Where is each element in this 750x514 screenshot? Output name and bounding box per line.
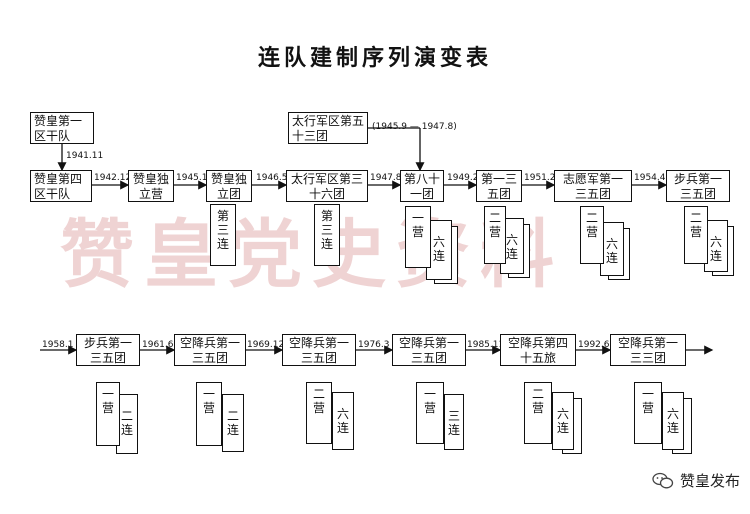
card-label: 六连 (556, 407, 569, 435)
box-row2-4: 空降兵第一三五团 (392, 334, 466, 366)
company-card: 六连 (662, 392, 684, 450)
card-label: 六连 (432, 235, 445, 263)
box-label: 太行军区第五十三团 (292, 114, 365, 143)
box-row2-2: 空降兵第一三五团 (174, 334, 246, 366)
card-label: 一营 (101, 387, 114, 415)
card-label: 三连 (447, 409, 460, 437)
box-row1-7: 志愿军第一三五团 (554, 170, 632, 202)
battalion-card: 二营 (524, 382, 552, 444)
battalion-card: 二营 (684, 206, 708, 264)
company-card: 六连 (552, 392, 574, 450)
card-label: 二连 (120, 409, 133, 437)
date-label: 1951.2 (524, 173, 556, 183)
brand-badge: 赞皇发布 (652, 470, 740, 491)
box-label: 赞皇独立团 (210, 172, 247, 201)
company-card: 六连 (600, 222, 624, 276)
box-label: 空降兵第一三五团 (179, 336, 240, 365)
company-card: 二连 (222, 394, 244, 452)
box-label: 第八十一团 (404, 172, 441, 201)
date-label: (1945.9 — 1947.8) (372, 122, 457, 132)
box-row1-8: 步兵第一三五团 (666, 170, 730, 202)
card-label: 二营 (689, 211, 702, 239)
battalion-card: 一营 (405, 206, 431, 268)
card-label: 一营 (411, 211, 424, 239)
box-label: 空降兵第四十五旅 (507, 336, 568, 365)
company-card: 第三连 (210, 204, 236, 266)
card-label: 二营 (488, 211, 501, 239)
box-taihang-53: 太行军区第五十三团 (288, 112, 368, 144)
box-label: 空降兵第一三三团 (617, 336, 678, 365)
box-row1-4: 太行军区第三十六团 (286, 170, 368, 202)
card-label: 二连 (226, 409, 239, 437)
battalion-card: 一营 (96, 382, 120, 446)
company-card: 第三连 (314, 204, 340, 266)
date-label: 1954.4 (634, 173, 666, 183)
company-card: 三连 (444, 394, 464, 450)
battalion-card: 二营 (484, 206, 506, 264)
box-row1-3: 赞皇独立团 (206, 170, 252, 202)
card-label: 第三连 (320, 209, 333, 251)
box-label: 赞皇第一区干队 (34, 114, 83, 143)
date-label: 1941.11 (66, 151, 104, 161)
box-label: 赞皇独立营 (132, 172, 169, 201)
card-label: 二营 (585, 211, 598, 239)
box-row2-5: 空降兵第四十五旅 (500, 334, 576, 366)
date-label: 1949.2 (447, 173, 479, 183)
battalion-card: 二营 (580, 206, 604, 264)
box-row1-5: 第八十一团 (400, 170, 444, 202)
box-label: 赞皇第四区干队 (34, 172, 83, 201)
box-row2-1: 步兵第一三五团 (76, 334, 140, 366)
card-label: 六连 (336, 407, 349, 435)
card-label: 一营 (641, 387, 654, 415)
box-label: 空降兵第一三五团 (398, 336, 459, 365)
date-label: 1961.6 (142, 340, 174, 350)
card-label: 六连 (505, 233, 518, 261)
battalion-card: 一营 (634, 382, 662, 444)
box-label: 步兵第一三五团 (83, 336, 132, 365)
card-label: 一营 (202, 387, 215, 415)
date-label: 1976.3 (358, 340, 390, 350)
box-zanhuang-district1: 赞皇第一区干队 (30, 112, 94, 144)
wechat-icon (652, 472, 674, 490)
date-label: 1945.11 (176, 173, 214, 183)
date-label: 1969.12 (247, 340, 285, 350)
date-label: 1992.6 (578, 340, 610, 350)
card-label: 六连 (709, 235, 722, 263)
box-label: 空降兵第一三五团 (288, 336, 349, 365)
box-row1-6: 第一三五团 (476, 170, 522, 202)
battalion-card: 一营 (196, 382, 222, 446)
box-label: 第一三五团 (480, 172, 517, 201)
date-label: 1942.12 (94, 173, 132, 183)
date-label: 1947.8 (370, 173, 402, 183)
box-label: 太行军区第三十六团 (290, 172, 363, 201)
card-label: 六连 (666, 407, 679, 435)
battalion-card: 二营 (306, 382, 332, 444)
card-label: 一营 (423, 387, 436, 415)
brand-name: 赞皇发布 (679, 472, 740, 490)
card-label: 六连 (605, 237, 618, 265)
date-label: 1946.5 (256, 173, 288, 183)
box-row1-2: 赞皇独立营 (128, 170, 174, 202)
battalion-card: 一营 (416, 382, 444, 444)
page-title: 连队建制序列演变表 (257, 46, 492, 71)
date-label: 1985.11 (467, 340, 505, 350)
box-row1-1: 赞皇第四区干队 (30, 170, 92, 202)
box-label: 步兵第一三五团 (673, 172, 722, 201)
box-row2-3: 空降兵第一三五团 (282, 334, 356, 366)
box-row2-6: 空降兵第一三三团 (610, 334, 686, 366)
company-card: 六连 (332, 392, 354, 450)
date-label: 1958.1 (42, 340, 74, 350)
card-label: 第三连 (216, 209, 229, 251)
card-label: 二营 (531, 387, 544, 415)
card-label: 二营 (312, 387, 325, 415)
box-label: 志愿军第一三五团 (562, 172, 623, 201)
